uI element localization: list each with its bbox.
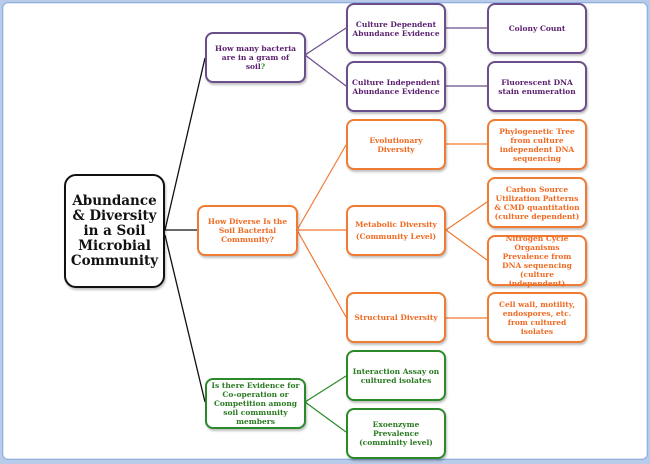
node-metabolic-diversity-sublabel: (Community Level)	[355, 231, 437, 241]
node-nitrogen-cycle-label: Nitrogen Cycle Organisms Prevalence from…	[502, 233, 572, 288]
node-fluorescent-dna[interactable]: Fluorescent DNA stain enumeration	[487, 61, 587, 112]
node-colony-count[interactable]: Colony Count	[487, 3, 587, 54]
branch-abundance-label: How many bacteria are in a gram of soil	[215, 44, 296, 71]
branch-cooperation-question[interactable]: Is there Evidence for Co-operation or Co…	[205, 378, 306, 429]
link-cooperation-exoenzyme	[304, 401, 347, 433]
link-diversity-evolutionary	[296, 144, 347, 231]
link-root-abundance	[164, 57, 206, 231]
node-evolutionary-diversity[interactable]: Evolutionary Diversity	[346, 119, 446, 170]
node-colony-count-label: Colony Count	[508, 24, 566, 33]
node-structural-diversity-label: Structural Diversity	[354, 313, 438, 322]
node-exoenzyme-prevalence[interactable]: Exoenzyme Prevalence (comminity level)	[346, 408, 446, 459]
link-abundance-independent	[304, 54, 347, 87]
root-node[interactable]: Abundance & Diversity in a Soil Microbia…	[64, 174, 165, 288]
link-metabolic-carbon	[445, 201, 488, 231]
node-exoenzyme-prevalence-label: Exoenzyme Prevalence (comminity level)	[359, 420, 433, 447]
branch-diversity-question[interactable]: How Diverse Is the Soil Bacterial Commun…	[197, 205, 298, 256]
branch-diversity-label: How Diverse Is the Soil Bacterial Commun…	[207, 217, 288, 244]
node-culture-independent-label: Culture Independent Abundance Evidence	[352, 77, 440, 96]
node-evolutionary-diversity-label: Evolutionary Diversity	[369, 135, 423, 154]
link-diversity-structural	[296, 229, 347, 318]
link-root-cooperation	[164, 234, 206, 403]
node-metabolic-diversity[interactable]: Metabolic Diversity (Community Level)	[346, 205, 446, 256]
node-interaction-assay-label: Interaction Assay on cultured isolates	[352, 366, 440, 385]
branch-abundance-question[interactable]: How many bacteria are in a gram of soil?	[205, 32, 306, 83]
node-nitrogen-cycle[interactable]: Nitrogen Cycle Organisms Prevalence from…	[487, 233, 587, 288]
node-interaction-assay[interactable]: Interaction Assay on cultured isolates	[346, 350, 446, 401]
link-abundance-dependent	[304, 27, 347, 56]
node-culture-dependent-label: Culture Dependent Abundance Evidence	[352, 19, 440, 38]
link-cooperation-interaction	[304, 375, 347, 403]
root-label: Abundance & Diversity in a Soil Microbia…	[70, 192, 159, 269]
node-culture-independent[interactable]: Culture Independent Abundance Evidence	[346, 61, 446, 112]
branch-cooperation-label: Is there Evidence for Co-operation or Co…	[211, 381, 300, 426]
node-structural-diversity[interactable]: Structural Diversity	[346, 292, 446, 343]
node-phylogenetic-tree[interactable]: Phylogenetic Tree from culture independe…	[487, 119, 587, 170]
question-mark: ?	[260, 62, 266, 71]
node-carbon-source[interactable]: Carbon Source Utilization Patterns & CMD…	[487, 177, 587, 228]
node-phylogenetic-tree-label: Phylogenetic Tree from culture independe…	[499, 126, 575, 163]
node-carbon-source-label: Carbon Source Utilization Patterns & CMD…	[494, 184, 580, 221]
link-metabolic-nitrogen	[445, 229, 488, 261]
node-cell-wall-label: Cell wall, motility, endospores, etc. fr…	[499, 299, 575, 336]
node-metabolic-diversity-label: Metabolic Diversity	[355, 219, 437, 229]
node-culture-dependent[interactable]: Culture Dependent Abundance Evidence	[346, 3, 446, 54]
node-cell-wall[interactable]: Cell wall, motility, endospores, etc. fr…	[487, 292, 587, 343]
node-fluorescent-dna-label: Fluorescent DNA stain enumeration	[498, 77, 576, 96]
